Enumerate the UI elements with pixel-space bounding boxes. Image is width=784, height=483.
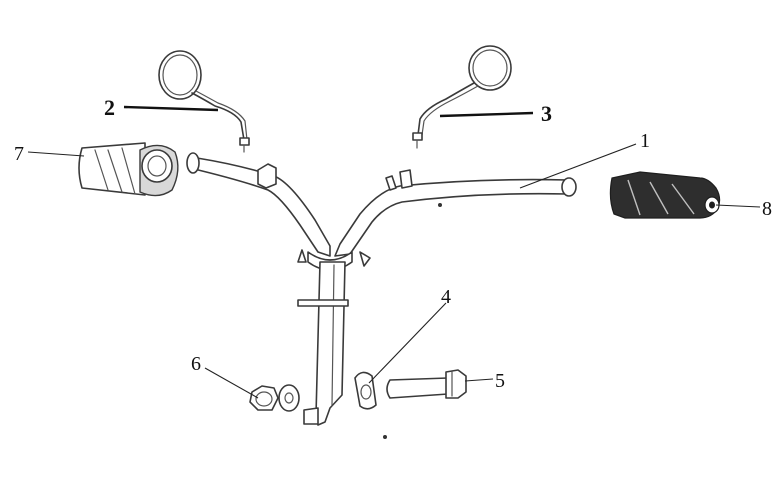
callout-5: 5 bbox=[495, 370, 505, 392]
leader-line-2 bbox=[123, 105, 219, 112]
leader-lines bbox=[27, 105, 761, 399]
callout-1: 1 bbox=[640, 130, 650, 152]
right-grip bbox=[609, 171, 721, 219]
leader-line-8 bbox=[715, 204, 761, 208]
leader-line-6 bbox=[204, 367, 259, 399]
callout-2: 2 bbox=[104, 95, 115, 120]
right-mirror bbox=[412, 45, 512, 149]
callout-8: 8 bbox=[762, 198, 772, 220]
nut bbox=[249, 385, 279, 411]
washer bbox=[278, 384, 300, 412]
leader-line-4 bbox=[368, 302, 447, 384]
leader-line-7 bbox=[27, 151, 85, 157]
leader-line-5 bbox=[464, 378, 494, 382]
callout-6: 6 bbox=[191, 353, 201, 375]
leader-line-1 bbox=[519, 143, 637, 189]
callout-7: 7 bbox=[14, 143, 24, 165]
callout-3: 3 bbox=[541, 101, 552, 126]
callout-4: 4 bbox=[441, 286, 451, 308]
left-grip bbox=[78, 142, 179, 197]
handlebar bbox=[186, 152, 577, 426]
leader-line-3 bbox=[439, 111, 534, 118]
collar bbox=[354, 371, 377, 410]
left-mirror bbox=[158, 50, 250, 153]
callout-labels: 1 2 3 4 5 6 7 8 bbox=[14, 95, 772, 392]
bolt bbox=[386, 369, 467, 399]
